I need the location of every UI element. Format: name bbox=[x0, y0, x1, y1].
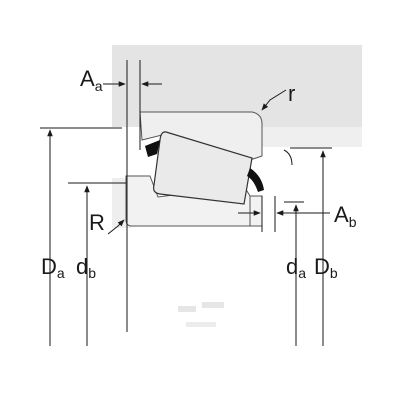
cage-right bbox=[247, 168, 264, 192]
label-Da: Da bbox=[41, 254, 65, 281]
label-da: da bbox=[286, 254, 306, 281]
label-r: r bbox=[288, 81, 295, 106]
faint-artifact-1 bbox=[178, 306, 196, 312]
r-leader bbox=[261, 89, 287, 111]
label-Ab: Ab bbox=[334, 202, 357, 230]
R-leader bbox=[107, 219, 125, 235]
label-Db: Db bbox=[314, 254, 338, 281]
housing-shade-right bbox=[258, 127, 362, 147]
label-R: R bbox=[89, 210, 105, 235]
tapered-roller bbox=[153, 131, 253, 205]
db-right-ext-arc bbox=[283, 149, 293, 166]
cage-left bbox=[145, 140, 160, 157]
label-Aa: Aa bbox=[80, 66, 103, 94]
faint-artifact-3 bbox=[186, 322, 216, 327]
faint-artifact-2 bbox=[202, 302, 224, 308]
label-db: db bbox=[76, 254, 96, 281]
